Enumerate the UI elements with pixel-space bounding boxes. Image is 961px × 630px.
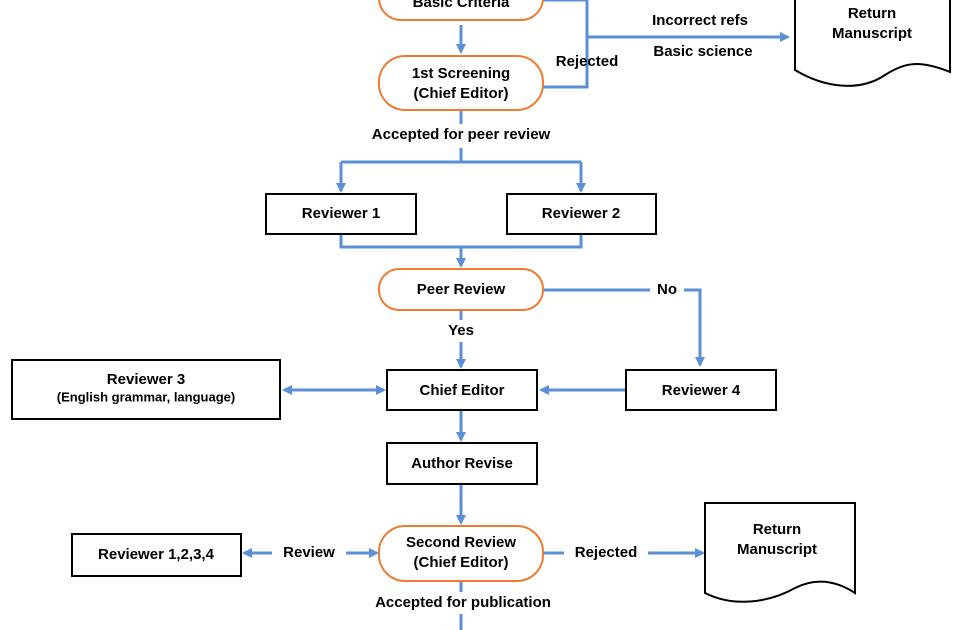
label-accepted-peer-review: Accepted for peer review (372, 126, 551, 143)
reviewers-all-label: Reviewer 1,2,3,4 (98, 546, 215, 563)
peer-review-label: Peer Review (417, 281, 506, 298)
arrow-no-to-reviewer4 (543, 288, 700, 365)
return-manuscript-2-sublabel: Manuscript (737, 541, 817, 558)
node-reviewer1: Reviewer 1 (265, 193, 417, 235)
return-manuscript-1-label: Return (848, 5, 896, 22)
label-no: No (657, 281, 677, 298)
reviewer4-label: Reviewer 4 (662, 382, 741, 399)
label-review: Review (283, 544, 335, 561)
first-screening-sublabel: (Chief Editor) (414, 85, 509, 102)
return-manuscript-1-sublabel: Manuscript (832, 25, 912, 42)
node-chief-editor: Chief Editor (386, 369, 538, 411)
connectors (242, 0, 790, 630)
reviewer1-label: Reviewer 1 (302, 205, 380, 222)
node-reviewer3: Reviewer 3 (English grammar, language) (11, 359, 281, 420)
label-basic-science: Basic science (653, 43, 752, 60)
author-revise-label: Author Revise (411, 455, 513, 472)
return-manuscript-2-label: Return (753, 521, 801, 538)
reviewer2-label: Reviewer 2 (542, 205, 620, 222)
second-review-label: Second Review (406, 534, 516, 551)
node-reviewer2: Reviewer 2 (506, 193, 657, 235)
label-rejected-2: Rejected (575, 544, 638, 561)
rejected-connector (543, 0, 589, 89)
node-peer-review: Peer Review (378, 268, 544, 311)
node-reviewers-all: Reviewer 1,2,3,4 (71, 533, 242, 577)
label-rejected-1: Rejected (556, 53, 619, 70)
second-review-sublabel: (Chief Editor) (414, 554, 509, 571)
node-author-revise: Author Revise (386, 442, 538, 485)
node-return-manuscript-2: Return Manuscript (704, 502, 856, 603)
reviewer3-sublabel: (English grammar, language) (57, 389, 235, 404)
line-split (341, 148, 581, 164)
basic-criteria-label: Basic Criteria (413, 0, 510, 11)
node-basic-criteria: Basic Criteria (378, 0, 544, 21)
chief-editor-label: Chief Editor (420, 382, 505, 399)
label-accepted-publication: Accepted for publication (375, 594, 551, 611)
node-first-screening: 1st Screening (Chief Editor) (378, 55, 544, 111)
node-return-manuscript-1: Return Manuscript (794, 0, 951, 87)
line-merge (339, 234, 583, 249)
node-reviewer4: Reviewer 4 (625, 369, 777, 411)
label-incorrect-refs: Incorrect refs (652, 12, 748, 29)
node-second-review: Second Review (Chief Editor) (378, 525, 544, 582)
label-yes: Yes (448, 322, 474, 339)
reviewer3-label: Reviewer 3 (107, 371, 185, 388)
first-screening-label: 1st Screening (412, 65, 510, 82)
